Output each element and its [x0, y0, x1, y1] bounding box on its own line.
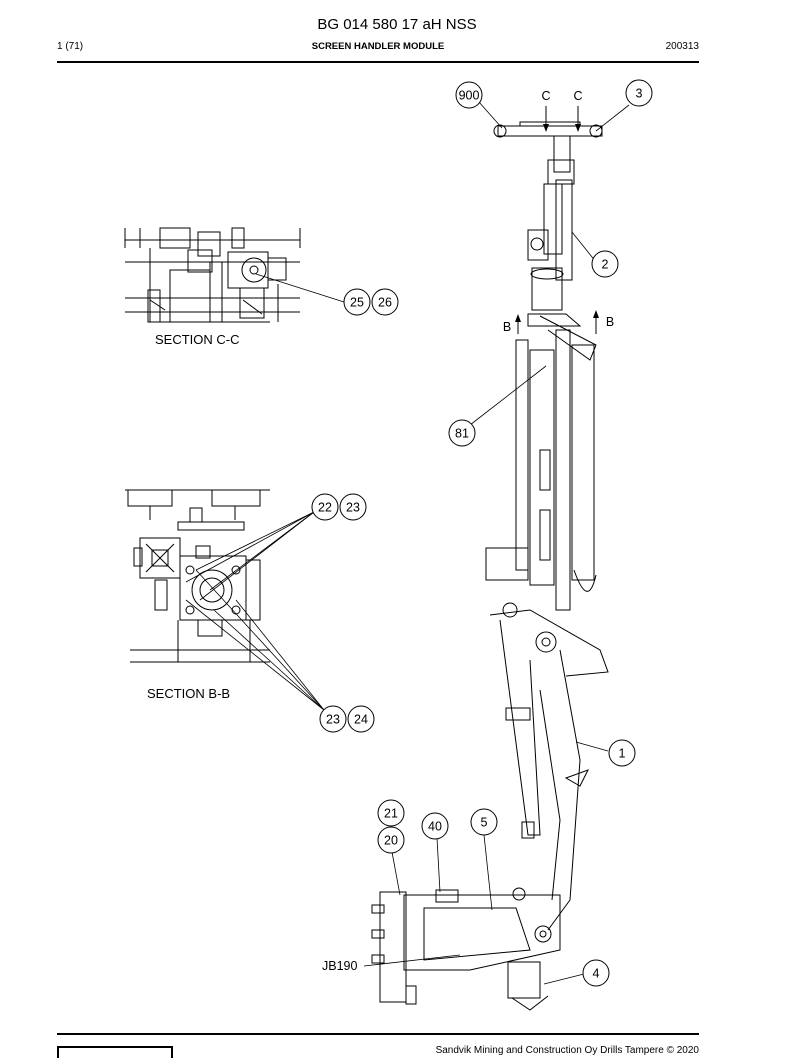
balloon-81-text: 81 [455, 427, 469, 441]
balloon-40-text: 40 [428, 820, 442, 834]
balloon-26 [371, 288, 399, 316]
header-rule [57, 61, 699, 63]
balloon-4-text: 4 [593, 967, 600, 981]
section-bb-label: SECTION B-B [147, 686, 230, 701]
balloon-23b [319, 705, 347, 733]
cut-mark-c-left: C [541, 89, 550, 103]
footer-rule [57, 1033, 699, 1035]
section-cc-view [124, 227, 301, 323]
balloon-3 [625, 79, 653, 107]
balloon-23a-text: 23 [346, 501, 360, 515]
document-title: SCREEN HANDLER MODULE [311, 41, 445, 52]
balloon-900-text: 900 [459, 89, 480, 103]
upper-mast [527, 179, 597, 361]
balloon-3-text: 3 [636, 87, 643, 101]
header-row: 1 (71) SCREEN HANDLER MODULE 200313 [57, 41, 699, 55]
balloon-26-text: 26 [378, 296, 392, 310]
balloon-5 [470, 808, 498, 836]
balloon-81 [448, 419, 476, 447]
balloon-22-text: 22 [318, 501, 332, 515]
balloon-1-text: 1 [619, 747, 626, 761]
balloon-23a [339, 493, 367, 521]
boom-arm [489, 602, 609, 931]
balloon-900 [455, 81, 483, 109]
section-bb-view [125, 489, 270, 663]
balloon-2-text: 2 [602, 258, 609, 272]
balloon-25-text: 25 [350, 296, 364, 310]
section-cc-label: SECTION C-C [155, 332, 240, 347]
cut-mark-b-right: B [606, 315, 614, 329]
base-box [371, 887, 561, 1011]
document-code: 200313 [665, 41, 699, 52]
slide-beam [485, 329, 597, 611]
leader-lines [185, 101, 630, 985]
sandvik-logo [57, 1046, 173, 1058]
balloon-5-text: 5 [481, 816, 488, 830]
balloon-23b-text: 23 [326, 713, 340, 727]
balloon-40 [421, 812, 449, 840]
balloon-24-text: 24 [354, 713, 368, 727]
balloon-2 [591, 250, 619, 278]
top-crossbar [493, 121, 603, 185]
balloon-20 [377, 826, 405, 854]
document-id: BG 014 580 17 aH NSS [317, 16, 477, 33]
balloon-4 [582, 959, 610, 987]
balloon-25 [343, 288, 371, 316]
cut-mark-c-right: C [573, 89, 582, 103]
balloon-21 [377, 799, 405, 827]
balloon-20-text: 20 [384, 834, 398, 848]
footer-copyright: Sandvik Mining and Construction Oy Drill… [435, 1045, 699, 1056]
balloon-24 [347, 705, 375, 733]
balloon-22 [311, 493, 339, 521]
balloon-1 [608, 739, 636, 767]
cut-mark-b-left: B [503, 320, 511, 334]
jb190-callout: JB190 [322, 959, 357, 973]
balloon-21-text: 21 [384, 807, 398, 821]
section-arrows [517, 106, 597, 334]
page-number: 1 (71) [57, 41, 84, 52]
